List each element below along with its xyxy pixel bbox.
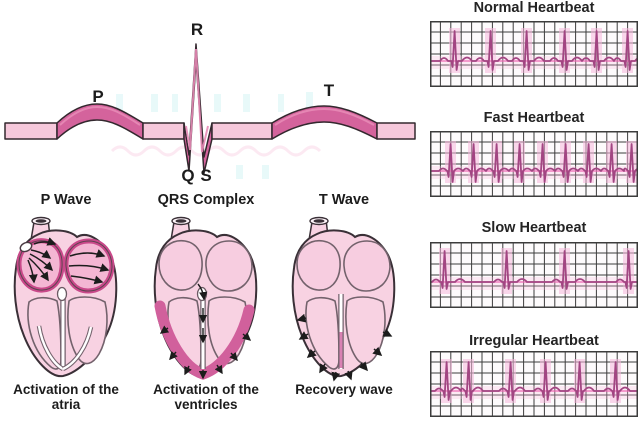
heart-caption: Recovery wave: [295, 382, 393, 397]
atria: [158, 239, 253, 292]
strip-title-slow: Slow Heartbeat: [481, 220, 587, 236]
recovery-wave-arrows: [296, 313, 393, 382]
ecg-strip-normal: [430, 21, 638, 87]
wave-label-p: P: [92, 87, 104, 106]
strip-title-normal: Normal Heartbeat: [473, 0, 595, 16]
heart-title: T Wave: [318, 192, 370, 208]
sa-node: [19, 241, 33, 253]
av-node: [56, 286, 68, 302]
ribbon-baseline-segment: [4, 122, 58, 140]
atrial-activation-arrows: [27, 237, 110, 285]
wave-label-q: Q: [181, 166, 195, 185]
wave-label-t: T: [323, 81, 335, 100]
ecg-ribbon-graphic: [4, 43, 416, 179]
wave-label-s: S: [200, 166, 212, 185]
ecg-wave-ribbon-diagram: P R T Q S: [0, 0, 420, 195]
atria: [296, 239, 391, 292]
heart-figure-t-wave: T Wave: [280, 192, 408, 398]
heart-title: P Wave: [40, 192, 92, 208]
ribbon-t-wave-segment: [271, 105, 378, 140]
ribbon-baseline-segment: [376, 122, 416, 140]
ventricular-activation-arrows: [159, 283, 252, 380]
ecg-strip-slow: [430, 242, 638, 308]
strip-title-irregular: Irregular Heartbeat: [469, 333, 599, 349]
watermark: [110, 92, 322, 179]
heart-qrs-graphic: [153, 216, 258, 380]
heart-title: QRS Complex: [157, 192, 255, 208]
heart-caption: Activation of the ventricles: [153, 382, 259, 412]
heart-figure-qrs-complex: QRS Complex: [136, 192, 276, 413]
ribbon-baseline-segment: [142, 122, 185, 140]
ecg-strip-fast: [430, 131, 638, 197]
heart-caption: Activation of the atria: [13, 382, 119, 412]
wave-label-r: R: [190, 20, 204, 39]
heart-p-wave-graphic: [13, 216, 118, 378]
ribbon-p-wave-segment: [56, 103, 144, 140]
ribbon-baseline-segment: [211, 122, 273, 140]
ecg-strip-irregular: [430, 351, 638, 417]
heartbeat-strips-panel: Normal Heartbeat Fast Heartbeat Slow Hea…: [428, 0, 640, 425]
conduction-bundle: [36, 294, 94, 372]
heart-t-wave-graphic: [291, 216, 396, 382]
heart-figure-p-wave: P Wave: [2, 192, 130, 413]
strip-title-fast: Fast Heartbeat: [483, 110, 585, 126]
